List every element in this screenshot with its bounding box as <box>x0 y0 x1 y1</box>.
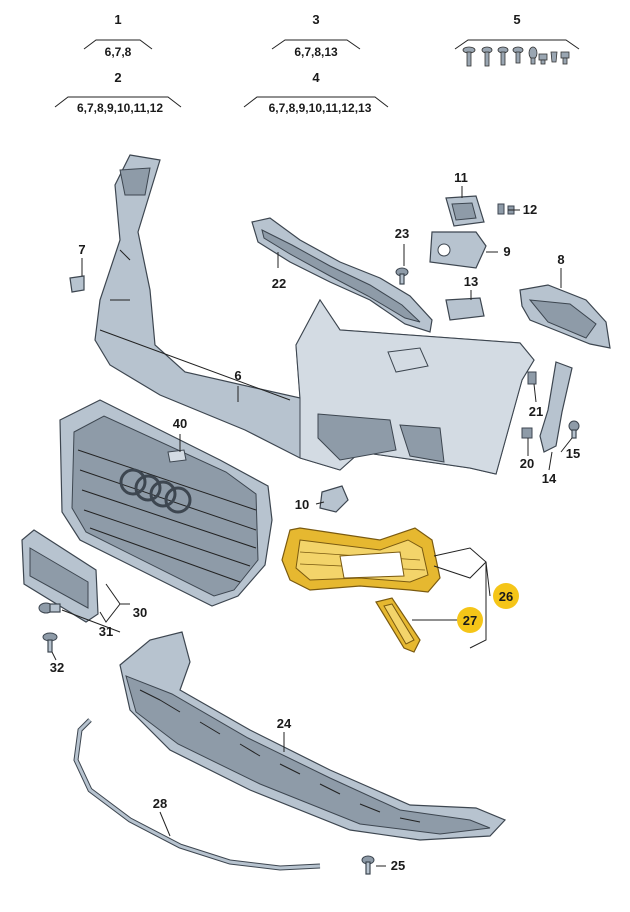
leader-lines <box>51 186 573 867</box>
clip-12 <box>497 203 515 215</box>
callout-7: 7 <box>78 242 85 257</box>
lower-spoiler <box>119 631 507 841</box>
callout-11: 11 <box>454 170 468 185</box>
fasteners-icon <box>462 46 570 67</box>
screw-25 <box>361 855 375 875</box>
group-header-2: 2 6,7,8,9,10,11,12 <box>54 70 182 115</box>
screw-15 <box>568 420 580 439</box>
group-refs: 6,7,8,9,10,11,12,13 <box>269 101 372 115</box>
callout-14: 14 <box>542 471 557 486</box>
group-number: 1 <box>114 12 121 27</box>
lower-trim-strip <box>73 718 321 871</box>
nut-20 <box>521 427 533 439</box>
highlighted-callout-27: 27 <box>457 607 483 633</box>
group-number: 4 <box>312 70 320 85</box>
callout-15: 15 <box>566 446 580 461</box>
group-header-1: 1 6,7,8 <box>83 12 153 59</box>
callout-6: 6 <box>234 368 241 383</box>
callout-10: 10 <box>295 497 309 512</box>
callout-31: 31 <box>99 624 113 639</box>
callout-22: 22 <box>272 276 286 291</box>
rings-logo <box>119 468 192 514</box>
screw-32 <box>42 632 58 653</box>
callout-8: 8 <box>557 252 564 267</box>
license-plate-bracket <box>21 529 99 623</box>
bracket-9 <box>429 231 487 269</box>
clip-7 <box>69 275 85 293</box>
highlighted-callout-26: 26 <box>493 583 519 609</box>
callout-labels: 7 11 12 9 13 8 23 22 6 40 10 21 20 14 15… <box>50 170 580 873</box>
bolt-23 <box>395 267 409 285</box>
callout-40: 40 <box>173 416 187 431</box>
callout-26: 26 <box>499 589 513 604</box>
callout-30: 30 <box>133 605 147 620</box>
clip-21 <box>527 371 537 385</box>
group-header-4: 4 6,7,8,9,10,11,12,13 <box>243 70 389 115</box>
group-refs: 6,7,8,13 <box>294 45 338 59</box>
group-refs: 6,7,8,9,10,11,12 <box>77 101 163 115</box>
bumper-cover <box>94 154 535 475</box>
callout-28: 28 <box>153 796 167 811</box>
guide-8 <box>519 284 611 349</box>
callout-20: 20 <box>520 456 534 471</box>
callout-12: 12 <box>523 202 537 217</box>
callout-23: 23 <box>395 226 409 241</box>
fog-light-trim <box>281 527 441 593</box>
callout-32: 32 <box>50 660 64 675</box>
upper-bracket <box>251 217 433 333</box>
group-number: 3 <box>312 12 319 27</box>
callout-27: 27 <box>463 613 477 628</box>
highlight-circle <box>457 607 483 633</box>
callout-25: 25 <box>391 858 405 873</box>
bracket-11 <box>445 195 485 227</box>
sensor-holder-13 <box>445 297 485 321</box>
group-header-5: 5 <box>454 12 580 67</box>
tow-hook-cap <box>319 485 349 513</box>
group-number: 5 <box>513 12 520 27</box>
group-number: 2 <box>114 70 121 85</box>
group-refs: 6,7,8 <box>105 45 132 59</box>
grille <box>59 399 273 607</box>
callout-9: 9 <box>503 244 510 259</box>
clip-31 <box>38 602 61 614</box>
callout-13: 13 <box>464 274 478 289</box>
group-header-3: 3 6,7,8,13 <box>271 12 361 59</box>
callout-24: 24 <box>277 716 292 731</box>
side-trim-piece <box>375 597 421 653</box>
callout-21: 21 <box>529 404 543 419</box>
highlight-circle <box>493 583 519 609</box>
bracket-14 <box>539 361 573 453</box>
